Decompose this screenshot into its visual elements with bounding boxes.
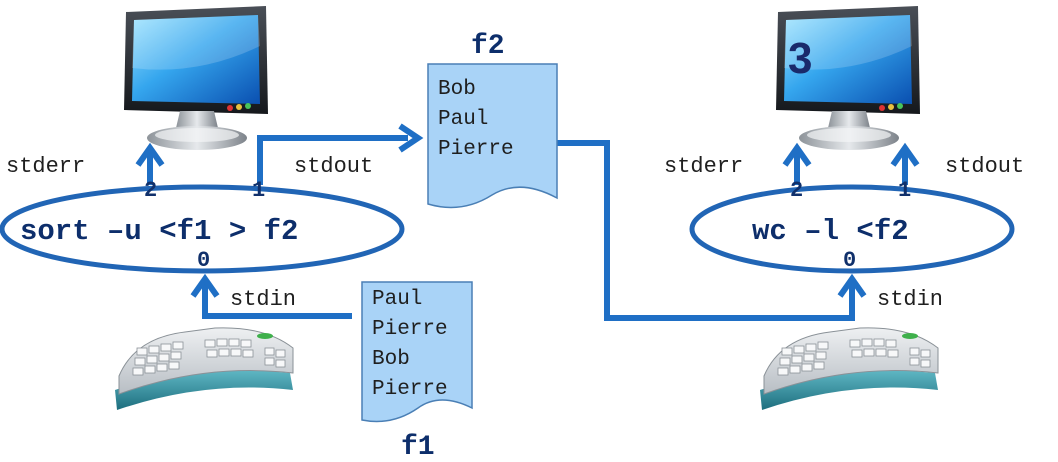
right-fd-1: 1 bbox=[898, 178, 911, 203]
right-stderr-arrowhead bbox=[782, 142, 812, 167]
left-stdout-arrowhead bbox=[398, 123, 424, 153]
right-stdin-label: stdin bbox=[877, 287, 943, 312]
f2-line: Pierre bbox=[438, 138, 514, 161]
right-keyboard-icon bbox=[759, 327, 939, 411]
f2-line: Bob bbox=[438, 78, 476, 101]
right-fd-2: 2 bbox=[790, 178, 803, 203]
arrows-group bbox=[135, 123, 920, 321]
right-stderr-label: stderr bbox=[664, 154, 743, 179]
left-stdout-label: stdout bbox=[294, 154, 373, 179]
f1-line: Pierre bbox=[372, 318, 448, 341]
right-stdout-label: stdout bbox=[945, 154, 1024, 179]
f2-to-wc-connector bbox=[557, 140, 855, 321]
f1-line: Pierre bbox=[372, 378, 448, 401]
f1-filename: f1 bbox=[401, 432, 435, 462]
f2-line: Paul bbox=[438, 108, 488, 131]
f1-document-icon bbox=[361, 281, 473, 423]
wc-process-ellipse bbox=[689, 184, 1015, 274]
left-monitor-icon bbox=[124, 6, 268, 150]
left-stdin-connector bbox=[202, 283, 352, 319]
left-fd-0: 0 bbox=[197, 248, 210, 273]
f2-document-icon bbox=[427, 63, 558, 209]
right-stdout-arrowhead bbox=[890, 142, 920, 167]
right-screen-output: 3 bbox=[788, 34, 812, 83]
left-keyboard-icon bbox=[114, 327, 294, 411]
right-stdin-arrowhead bbox=[837, 273, 867, 298]
left-stdout-connector bbox=[257, 135, 408, 185]
left-fd-1: 1 bbox=[252, 178, 265, 203]
left-stdin-arrowhead bbox=[190, 273, 220, 298]
f1-line: Bob bbox=[372, 348, 410, 371]
right-fd-0: 0 bbox=[843, 248, 856, 273]
left-fd-2: 2 bbox=[144, 178, 157, 203]
f1-line: Paul bbox=[372, 288, 422, 311]
left-stderr-label: stderr bbox=[6, 154, 85, 179]
sort-command: sort –u <f1 > f2 bbox=[20, 215, 298, 248]
sort-process-ellipse bbox=[0, 184, 405, 274]
wc-command: wc –l <f2 bbox=[752, 215, 909, 248]
left-stdin-label: stdin bbox=[230, 287, 296, 312]
f2-filename: f2 bbox=[471, 31, 505, 62]
left-stderr-arrowhead bbox=[135, 142, 165, 167]
